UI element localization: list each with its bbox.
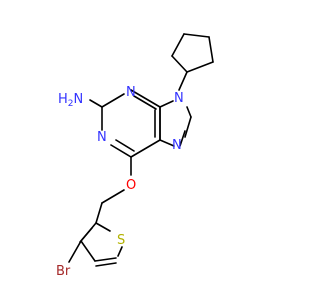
o-label: O: [126, 178, 136, 193]
bond-n9-cyclopentyl: [178, 71, 188, 91]
imidazole-ring: [154, 100, 192, 147]
bond-c-br: [68, 240, 82, 263]
n1-label: N: [97, 130, 107, 145]
bond-c2-amine: [89, 99, 103, 108]
s-label: S: [117, 233, 125, 248]
bond-o-ch2: [101, 189, 125, 204]
n7-label: N: [172, 138, 182, 153]
amine-n-label: H2N: [58, 92, 83, 109]
molecule-structure: H2N N N N N O S Br: [56, 33, 214, 279]
n3-label: N: [126, 85, 136, 100]
molecule-svg: H2N N N N N O S Br: [56, 33, 214, 279]
thiophene-ring: [79, 222, 123, 267]
n9-label: N: [174, 91, 184, 106]
pyrimidine-ring: [101, 89, 161, 158]
cyclopentyl-ring: [171, 33, 214, 73]
bond-ch2-thiophene: [95, 202, 103, 224]
br-label: Br: [56, 264, 71, 279]
